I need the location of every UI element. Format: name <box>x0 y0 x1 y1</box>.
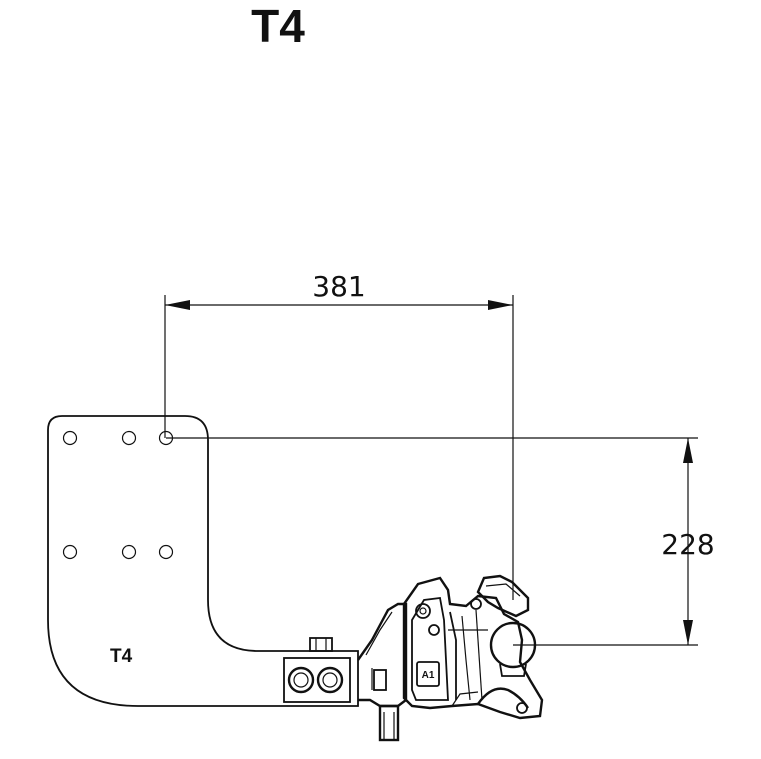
bolt-hole <box>121 544 137 560</box>
dimension-value-vertical: 228 <box>661 528 714 561</box>
flange-block <box>283 637 351 703</box>
arrowhead-top <box>683 438 693 463</box>
flange-bolt-inner <box>293 672 309 688</box>
bolt-hole <box>121 430 137 446</box>
top-nut <box>309 637 333 652</box>
flange-bolt <box>316 666 344 694</box>
plate-outline <box>47 415 359 707</box>
latch-lever <box>476 574 530 618</box>
coupling-assembly: A1 <box>357 574 544 742</box>
flange-bolt <box>287 666 315 694</box>
coupling-body <box>402 576 544 720</box>
dimension-value-horizontal: 381 <box>312 270 365 303</box>
arrowhead-left <box>165 300 190 310</box>
housing-panel <box>411 597 449 701</box>
horizontal-dimension: 381 <box>164 270 514 600</box>
flange-outline <box>283 657 351 703</box>
part-label: A1 <box>422 670 435 681</box>
housing-knob <box>415 603 431 619</box>
vertical-dimension: 228 <box>166 437 715 646</box>
arrowhead-bottom <box>683 620 693 645</box>
jaw <box>477 687 529 709</box>
lever-pivot <box>470 598 482 610</box>
arrowhead-right <box>488 300 513 310</box>
stem <box>378 704 400 742</box>
bolt-hole <box>158 430 174 446</box>
label-plate <box>416 661 440 687</box>
plate-label: T4 <box>110 646 133 667</box>
bolt-hole <box>62 544 78 560</box>
drawing-title: T4 <box>251 0 305 52</box>
coupling-ball <box>489 621 537 669</box>
mounting-plate: T4 <box>47 415 359 707</box>
bolt-hole <box>62 430 78 446</box>
side-bolt <box>373 669 387 691</box>
bracket <box>357 602 408 708</box>
bolt-hole <box>158 544 174 560</box>
ball-neck <box>499 663 527 677</box>
flange-bolt-inner <box>322 672 338 688</box>
